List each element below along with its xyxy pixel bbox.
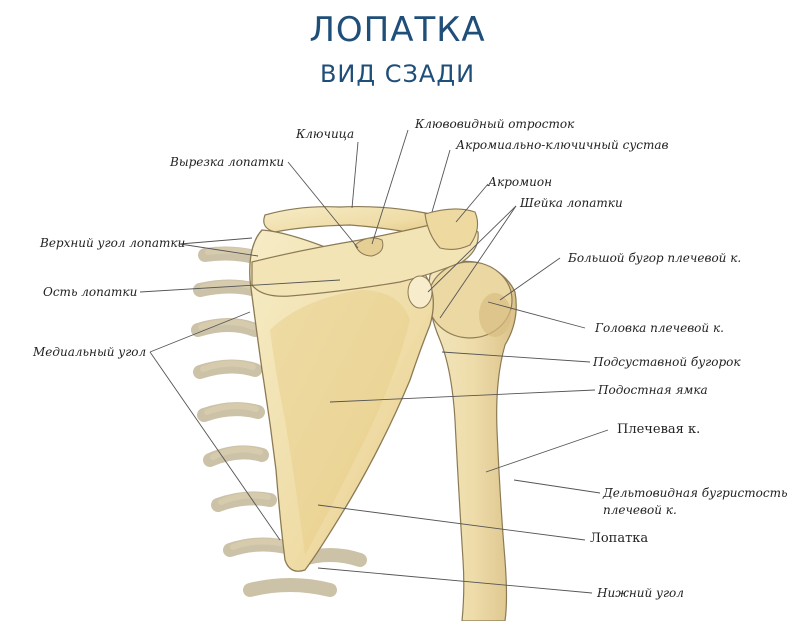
- coracoid-process: [354, 237, 384, 257]
- label-deltoid-tuberosity-line1: Дельтовидная бугристость: [603, 486, 788, 500]
- label-humerus: Плечевая к.: [617, 422, 701, 437]
- label-infraglenoid-tubercle: Подсуставной бугорок: [593, 355, 741, 369]
- infraspinous-shade: [270, 290, 410, 555]
- humerus: [428, 260, 517, 621]
- label-infraspinous-fossa: Подостная ямка: [598, 383, 708, 397]
- label-greater-tubercle: Большой бугор плечевой к.: [568, 251, 742, 265]
- label-coracoid-process: Клювовидный отросток: [415, 117, 575, 131]
- page-subtitle: ВИД СЗАДИ: [319, 60, 476, 88]
- label-humeral-head: Головка плечевой к.: [595, 321, 724, 335]
- ribs-shadow: [198, 247, 291, 550]
- glenoid: [407, 275, 433, 309]
- scapular-spine: [251, 222, 479, 297]
- label-scapular-notch: Вырезка лопатки: [170, 155, 285, 169]
- greater-tubercle-shade: [479, 293, 511, 337]
- label-scapular-neck: Шейка лопатки: [520, 196, 623, 210]
- label-medial-angle: Медиальный угол: [33, 345, 147, 359]
- label-scapula: Лопатка: [590, 531, 649, 546]
- label-superior-angle: Верхний угол лопатки: [40, 236, 186, 250]
- leader-lines: [139, 129, 609, 594]
- label-acromion: Акромион: [488, 175, 552, 189]
- label-scapular-spine: Ость лопатки: [43, 285, 138, 299]
- acromion: [424, 208, 479, 251]
- label-deltoid-tuberosity-line2: плечевой к.: [603, 503, 677, 517]
- label-inferior-angle: Нижний угол: [597, 586, 684, 600]
- page-title: ЛОПАТКА: [309, 10, 486, 50]
- label-clavicle: Ключица: [296, 127, 355, 141]
- label-acromioclavicular-joint: Акромиально-ключичный сустав: [456, 138, 669, 152]
